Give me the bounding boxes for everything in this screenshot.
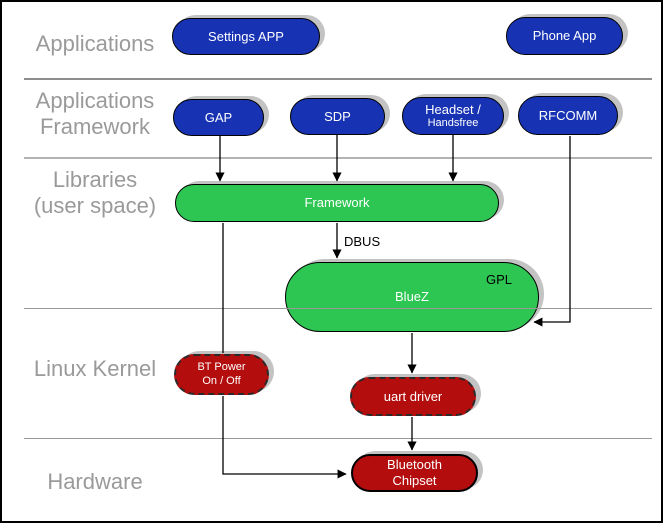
node-rfcomm: RFCOMM <box>518 96 618 135</box>
edge-rfcomm-to-bluez <box>533 136 571 327</box>
node-bluez-label: BlueZ <box>395 289 429 305</box>
node-headset-label-line1: Headset / <box>425 101 481 117</box>
edge-btpower-to-chipset <box>222 396 347 479</box>
node-framework-label: Framework <box>304 195 370 211</box>
node-gap-label: GAP <box>204 109 233 125</box>
node-headset-handsfree: Headset / Handsfree <box>402 97 504 135</box>
node-uart-driver-label: uart driver <box>383 388 443 404</box>
layer-label-applications: Applications <box>35 31 155 56</box>
node-bt-power-label-line1: BT Power <box>197 361 246 374</box>
node-bluez: GPL BlueZ <box>285 262 539 332</box>
node-sdp-label: SDP <box>324 108 351 124</box>
divider-linux-kernel <box>24 438 652 439</box>
node-bt-power-on-off: BT Power On / Off <box>174 354 269 395</box>
node-gap: GAP <box>173 99 264 136</box>
node-chipset-label-line2: Chipset <box>392 473 437 488</box>
node-chipset-label-line1: Bluetooth <box>387 457 442 473</box>
gpl-license-tag: GPL <box>485 272 512 287</box>
divider-libraries <box>24 308 652 309</box>
node-sdp: SDP <box>290 98 385 135</box>
node-bt-power-label-line2: On / Off <box>202 374 241 387</box>
node-bluetooth-chipset: Bluetooth Chipset <box>351 454 478 492</box>
edge-label-dbus: DBUS <box>344 234 381 249</box>
node-settings-app-label: Settings APP <box>208 28 284 44</box>
node-phone-app: Phone App <box>506 17 623 55</box>
node-headset-label-line2: Handsfree <box>427 117 479 130</box>
divider-applications <box>24 78 652 80</box>
node-uart-driver: uart driver <box>350 377 476 416</box>
layer-label-linux-kernel: Linux Kernel <box>33 356 157 381</box>
layer-label-hardware: Hardware <box>47 469 143 494</box>
layer-label-applications-framework: Applications Framework <box>35 88 155 139</box>
node-phone-app-label: Phone App <box>532 28 597 44</box>
node-settings-app: Settings APP <box>172 18 320 55</box>
divider-app-framework <box>24 157 652 159</box>
node-framework: Framework <box>175 184 499 222</box>
layer-label-libraries-user-space: Libraries (user space) <box>33 167 157 218</box>
node-rfcomm-label: RFCOMM <box>538 107 598 123</box>
